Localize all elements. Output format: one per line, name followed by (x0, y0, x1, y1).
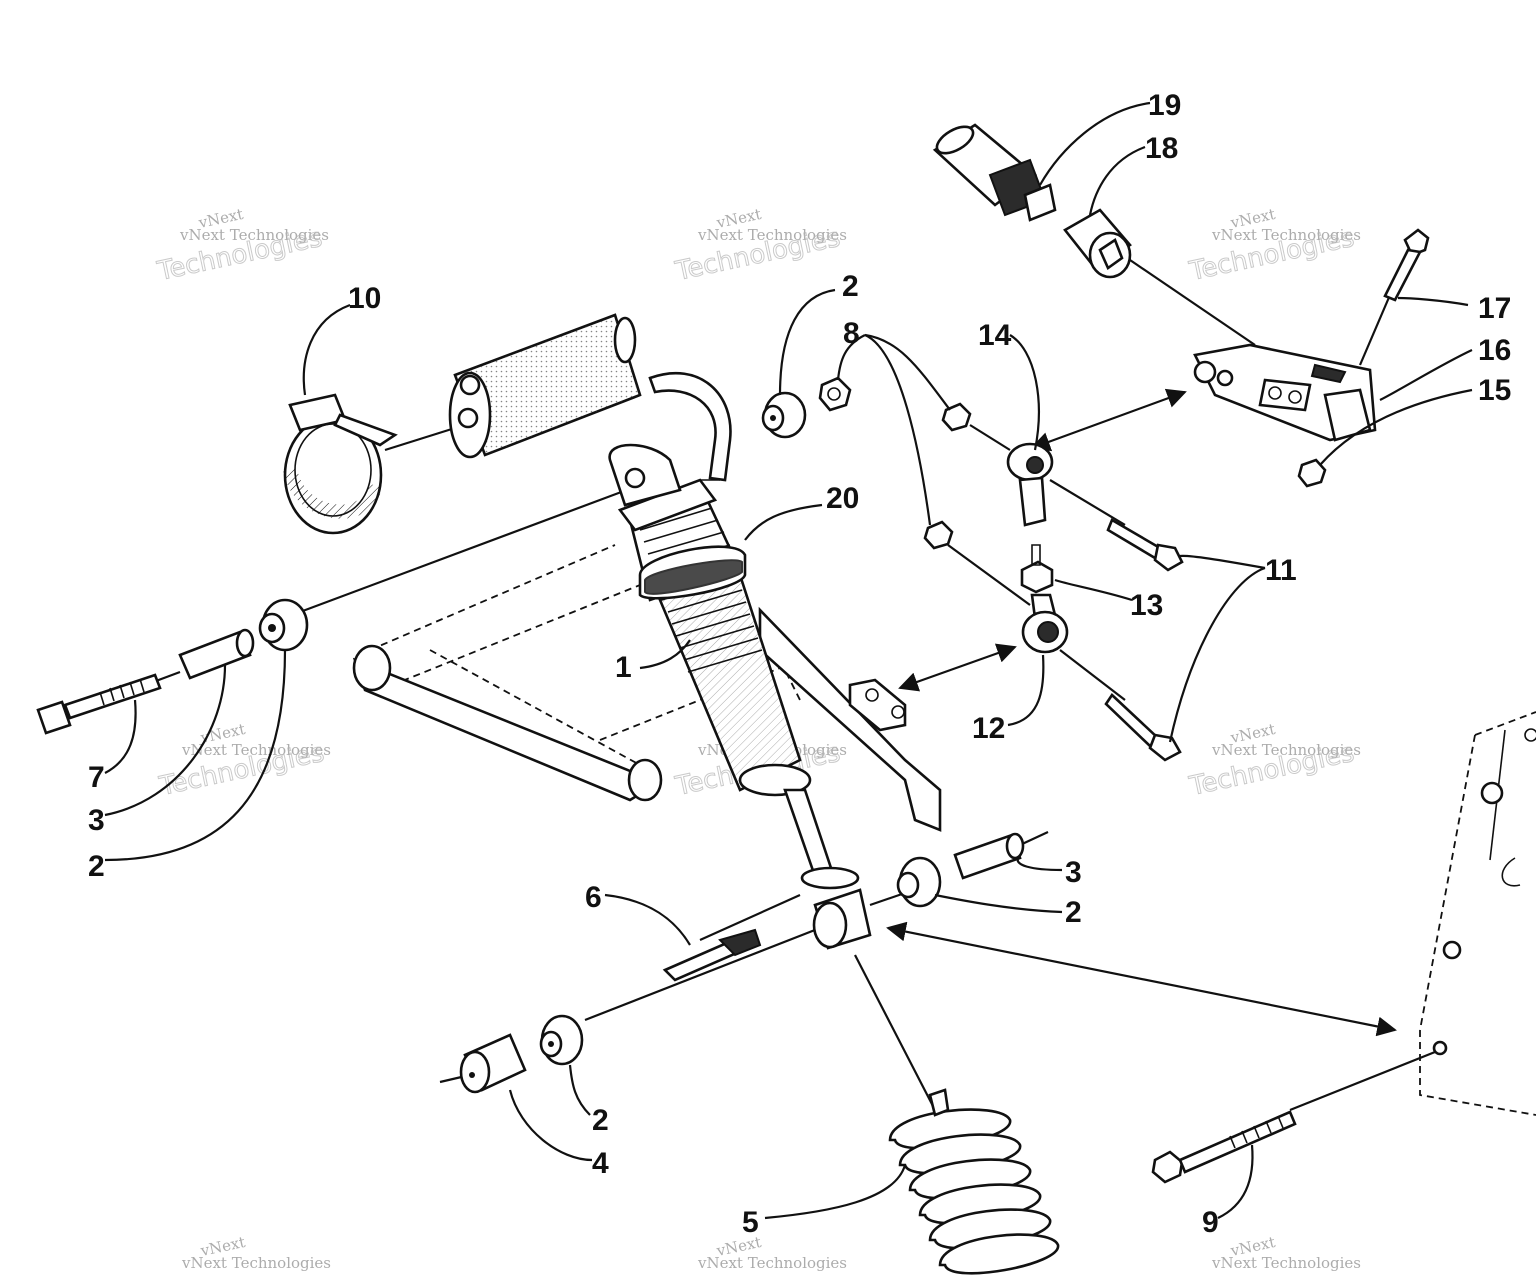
bushing-upper (761, 391, 807, 439)
svg-text:vNext Technologies: vNext Technologies (1211, 226, 1361, 244)
callout-8: 8 (843, 317, 860, 350)
spring-collar (638, 545, 747, 600)
rod-end-upper (1006, 442, 1054, 527)
coil-spring (888, 1088, 1060, 1275)
callout-10: 10 (348, 282, 381, 315)
swing-arm-frame (352, 544, 942, 832)
callout-3: 3 (1065, 856, 1082, 889)
reservoir-canister (448, 313, 732, 482)
callout-5: 5 (742, 1206, 759, 1239)
watermark: vNext vNext Technologies Technologies (1186, 205, 1361, 288)
callout-20: 20 (826, 482, 859, 515)
cotter-pin (662, 928, 762, 982)
watermark: vNext vNext Technologies (697, 1233, 847, 1272)
callout-17: 17 (1478, 292, 1511, 325)
svg-text:vNext Technologies: vNext Technologies (697, 226, 847, 244)
spacer-block (459, 1033, 527, 1094)
callout-2: 2 (592, 1104, 609, 1137)
callout-15: 15 (1478, 374, 1511, 407)
rod-end-lower (1021, 593, 1069, 654)
callout-2: 2 (842, 270, 859, 303)
bolt-17 (1383, 228, 1430, 302)
bushing-left (258, 598, 309, 652)
leader-lines (104, 101, 1473, 1220)
hose-clamp (283, 393, 398, 535)
bolt-left (36, 673, 162, 735)
watermark: vNext vNext Technologies (181, 1233, 331, 1272)
watermark: vNext vNext Technologies Technologies (156, 720, 331, 803)
callout-16: 16 (1478, 334, 1511, 367)
watermark: vNext vNext Technologies Technologies (154, 205, 329, 288)
nut-15 (1297, 458, 1327, 488)
bolt-11-upper (1106, 518, 1184, 572)
callout-2: 2 (88, 850, 105, 883)
shock-absorber (608, 443, 837, 887)
callout-11: 11 (1265, 554, 1297, 587)
bolt-11-lower (1104, 693, 1182, 762)
shock-lower-eye (800, 866, 872, 950)
bolt-9 (1151, 1110, 1297, 1184)
callout-7: 7 (88, 761, 105, 794)
bushing-lower (539, 1014, 584, 1066)
callout-6: 6 (585, 881, 602, 914)
spacer-left (178, 628, 255, 680)
nut-8a (941, 402, 972, 432)
nut-upper (818, 376, 852, 412)
callout-3: 3 (88, 804, 105, 837)
nut-8b (923, 520, 954, 550)
callout-18: 18 (1145, 132, 1178, 165)
callout-13: 13 (1130, 589, 1163, 622)
watermark: vNext vNext Technologies Technologies (672, 205, 847, 288)
spacer-right (953, 832, 1025, 880)
adjuster-bracket (1193, 343, 1377, 442)
adjuster-tool (932, 123, 1057, 222)
watermark: vNext vNext Technologies (1211, 1233, 1361, 1272)
assembly-arrows (886, 388, 1397, 1037)
callout-labels: 1 2 2 2 2 3 3 4 5 6 7 8 9 10 11 12 13 14… (88, 89, 1511, 1239)
callout-9: 9 (1202, 1206, 1219, 1239)
svg-text:vNext Technologies: vNext Technologies (181, 1254, 331, 1272)
svg-text:vNext Technologies: vNext Technologies (1211, 741, 1361, 759)
chassis-bracket (1419, 711, 1536, 1116)
adjuster-socket (1063, 208, 1132, 279)
callout-12: 12 (972, 712, 1005, 745)
callout-19: 19 (1148, 89, 1181, 122)
svg-text:vNext Technologies: vNext Technologies (181, 741, 331, 759)
callout-4: 4 (592, 1147, 609, 1180)
callout-1: 1 (615, 651, 632, 684)
svg-text:vNext Technologies: vNext Technologies (1211, 1254, 1361, 1272)
jam-nut (1020, 544, 1054, 594)
svg-text:vNext Technologies: vNext Technologies (179, 226, 329, 244)
bushing-right (896, 856, 942, 908)
watermark: vNext vNext Technologies Technologies (1186, 720, 1361, 803)
svg-text:vNext Technologies: vNext Technologies (697, 1254, 847, 1272)
callout-14: 14 (978, 319, 1012, 352)
callout-2: 2 (1065, 896, 1082, 929)
